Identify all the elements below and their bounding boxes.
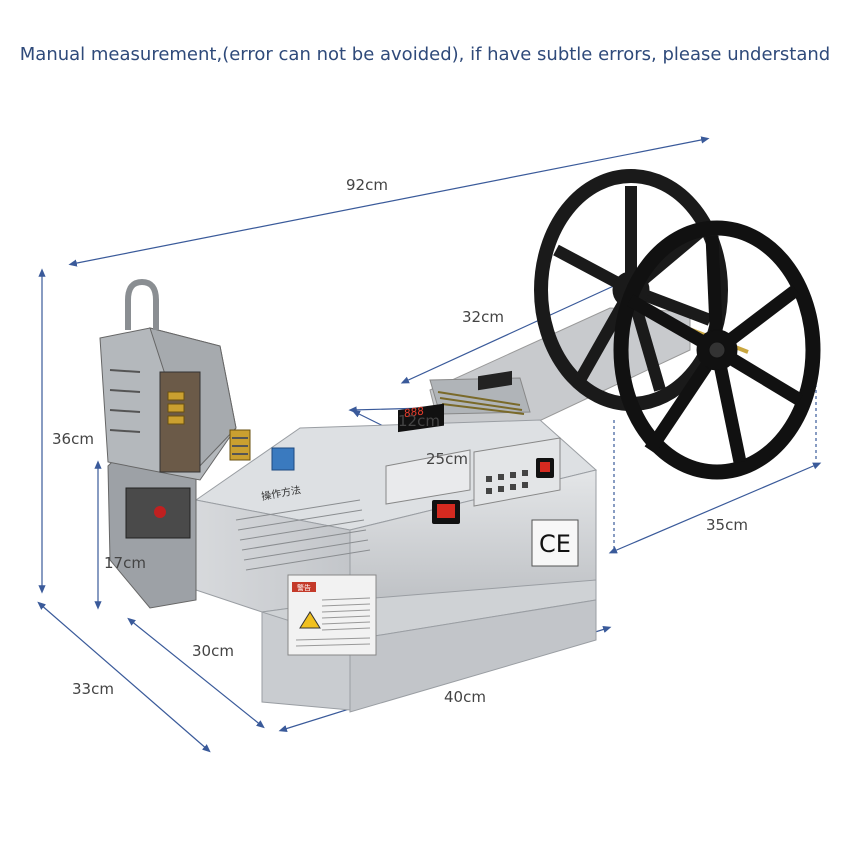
ce-mark: CE — [531, 519, 579, 567]
dim-body-depth: 30cm — [192, 642, 234, 660]
dim-blade-width: 12cm — [398, 412, 440, 430]
cutting-head — [99, 278, 295, 609]
reel-front — [613, 220, 821, 480]
svg-text:888: 888 — [404, 404, 424, 420]
dim-head-height: 17cm — [104, 554, 146, 572]
warning-title: 警告 — [297, 583, 311, 592]
dim-overall-height: 36cm — [52, 430, 94, 448]
dim-reel-diameter: 32cm — [462, 308, 504, 326]
dim-body-width: 40cm — [444, 688, 486, 706]
control-panel: 888 — [385, 370, 561, 524]
dim-base-depth: 33cm — [72, 680, 114, 698]
warning-label: 警告 — [287, 574, 377, 656]
ce-mark-text: CE — [539, 530, 571, 558]
dim-overall-length: 92cm — [346, 176, 388, 194]
dim-feed-length: 25cm — [426, 450, 468, 468]
dim-reel-depth: 35cm — [706, 516, 748, 534]
measurement-caption: Manual measurement,(error can not be avo… — [19, 44, 831, 65]
